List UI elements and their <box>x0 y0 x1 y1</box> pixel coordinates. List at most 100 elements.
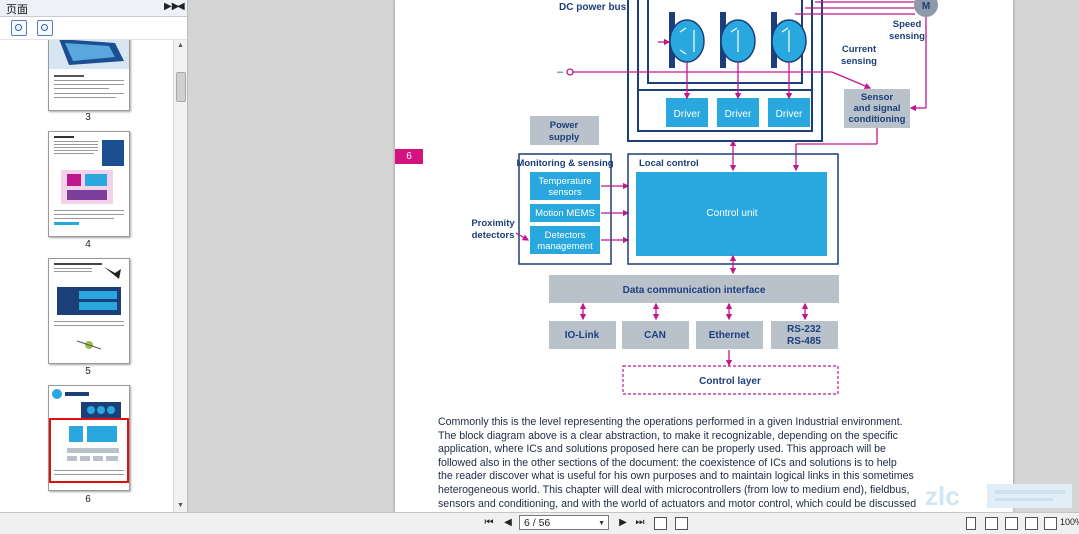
facing-icon[interactable] <box>1005 517 1018 530</box>
zoom-icon[interactable] <box>1044 517 1057 530</box>
driver-box-3 <box>768 98 810 127</box>
body-paragraph: Commonly this is the level representing … <box>438 416 983 511</box>
temperature-sensors-box <box>530 172 600 200</box>
thumbnail-page-4[interactable] <box>48 131 130 237</box>
svg-text:–: – <box>557 66 564 78</box>
scroll-thumb[interactable] <box>176 72 186 102</box>
block-diagram: Driver Driver Driver M Sensor and signal… <box>471 0 938 395</box>
svg-text:RS-232: RS-232 <box>787 324 821 335</box>
motor-icon <box>914 0 938 17</box>
thumbnail-label: 4 <box>85 239 91 250</box>
svg-text:Motion MEMS: Motion MEMS <box>535 208 595 219</box>
motor-label: M <box>922 1 930 12</box>
collapse-panel-icon[interactable]: ▶▶ <box>164 1 180 12</box>
power-supply-box <box>530 116 599 145</box>
transistor-icon <box>669 19 705 63</box>
svg-text:Monitoring & sensing: Monitoring & sensing <box>516 158 613 169</box>
previous-view-icon[interactable] <box>654 517 667 530</box>
svg-text:zlc: zlc <box>925 481 960 511</box>
page-number-field[interactable]: 6 / 56 ▼ <box>519 515 609 530</box>
svg-text:sensors: sensors <box>548 187 582 198</box>
svg-text:management: management <box>537 241 593 252</box>
svg-text:Current: Current <box>842 44 877 55</box>
pages-toolbar <box>0 17 187 40</box>
can-box <box>622 321 689 349</box>
thumbnail-label: 6 <box>85 494 91 505</box>
thumbnail-page-6[interactable] <box>48 385 130 491</box>
svg-text:Speed: Speed <box>893 19 922 30</box>
paragraph-line: the reader discover what is useful for h… <box>438 470 914 483</box>
scroll-up-icon[interactable]: ▲ <box>177 42 184 49</box>
svg-text:sensing: sensing <box>841 56 877 67</box>
io-link-box <box>549 321 616 349</box>
svg-text:IO-Link: IO-Link <box>565 330 600 341</box>
data-communication-box <box>549 275 839 303</box>
zoom-level[interactable]: 100% <box>1060 517 1079 527</box>
page-number-tab: 6 <box>395 149 423 164</box>
paragraph-line: followed also in the other sections of t… <box>438 456 897 469</box>
current-view-frame[interactable] <box>49 418 129 483</box>
last-page-icon[interactable]: ⏭ <box>635 517 645 528</box>
dc-power-bus-label: DC power bus <box>559 2 627 13</box>
svg-text:Sensor: Sensor <box>861 92 894 103</box>
pages-panel-title: 页面 <box>6 4 28 16</box>
next-page-icon[interactable]: ▶ <box>619 517 627 528</box>
zoom-out-thumbnail-icon[interactable] <box>37 20 53 36</box>
svg-text:Ethernet: Ethernet <box>709 330 750 341</box>
detectors-management-box <box>530 226 600 254</box>
hide-panel-icon[interactable]: ◀ <box>177 1 185 12</box>
thumbnail-list: 3 4 <box>0 40 173 512</box>
driver-label: Driver <box>725 109 752 120</box>
svg-text:Proximity: Proximity <box>471 218 515 229</box>
first-page-icon[interactable]: ⏮ <box>484 517 494 528</box>
thumbnail-scrollbar[interactable]: ▲ ▼ <box>173 40 187 512</box>
ethernet-box <box>696 321 763 349</box>
svg-text:supply: supply <box>549 132 580 143</box>
paragraph-line: sensors and conditioning, and with the w… <box>438 497 917 510</box>
paragraph-line: Commonly this is the level representing … <box>438 416 903 428</box>
svg-text:Control unit: Control unit <box>706 208 757 219</box>
previous-page-icon[interactable]: ◀ <box>504 517 512 528</box>
driver-label: Driver <box>776 109 803 120</box>
svg-text:CAN: CAN <box>644 330 666 341</box>
svg-text:Detectors: Detectors <box>545 230 586 241</box>
svg-text:RS-485: RS-485 <box>787 336 821 347</box>
thumbnail-label: 5 <box>85 366 91 377</box>
document-page: Driver Driver Driver M Sensor and signal… <box>395 0 1013 512</box>
transistor-group <box>669 12 807 68</box>
continuous-icon[interactable] <box>985 517 998 530</box>
thumbnail-page-3[interactable] <box>48 40 130 111</box>
paragraph-line: The block diagram above is a clear abstr… <box>438 429 898 442</box>
paragraph-line: application, where ICs and solutions pro… <box>438 443 886 456</box>
svg-text:and signal: and signal <box>854 103 901 114</box>
motion-mems-box <box>530 204 600 222</box>
driver-box-1 <box>666 98 708 127</box>
svg-text:Data communication interface: Data communication interface <box>623 285 766 296</box>
chevron-down-icon[interactable]: ▼ <box>598 520 605 527</box>
thumbnail-label: 3 <box>85 112 91 123</box>
scroll-down-icon[interactable]: ▼ <box>177 502 184 509</box>
svg-text:Control layer: Control layer <box>699 376 761 387</box>
continuous-facing-icon[interactable] <box>1025 517 1038 530</box>
panel-splitter[interactable] <box>188 0 194 512</box>
power-stage-frame <box>627 0 823 142</box>
svg-text:conditioning: conditioning <box>849 114 906 125</box>
svg-text:Temperature: Temperature <box>538 176 591 187</box>
thumbnail-page-5[interactable] <box>48 258 130 364</box>
page-number-value: 6 / 56 <box>524 517 551 529</box>
watermark-logo: zlc <box>925 481 1072 511</box>
control-unit-box <box>636 172 827 256</box>
pages-panel: 页面 ▶▶ ◀ 3 <box>0 0 188 512</box>
navigation-bar: ⏮ ◀ 6 / 56 ▼ ▶ ⏭ 100% <box>0 512 1079 534</box>
svg-text:Power: Power <box>550 120 579 131</box>
pages-panel-header: 页面 ▶▶ ◀ <box>0 0 187 17</box>
single-page-icon[interactable] <box>966 517 976 530</box>
svg-text:detectors: detectors <box>472 230 515 241</box>
zoom-in-thumbnail-icon[interactable] <box>11 20 27 36</box>
next-view-icon[interactable] <box>675 517 688 530</box>
svg-text:sensing: sensing <box>889 31 925 42</box>
monitoring-sensing-frame <box>518 153 612 265</box>
sensor-conditioning-box <box>844 89 910 128</box>
svg-text:Local control: Local control <box>639 158 699 169</box>
paragraph-line: heterogeneous world. This chapter will d… <box>438 483 910 496</box>
